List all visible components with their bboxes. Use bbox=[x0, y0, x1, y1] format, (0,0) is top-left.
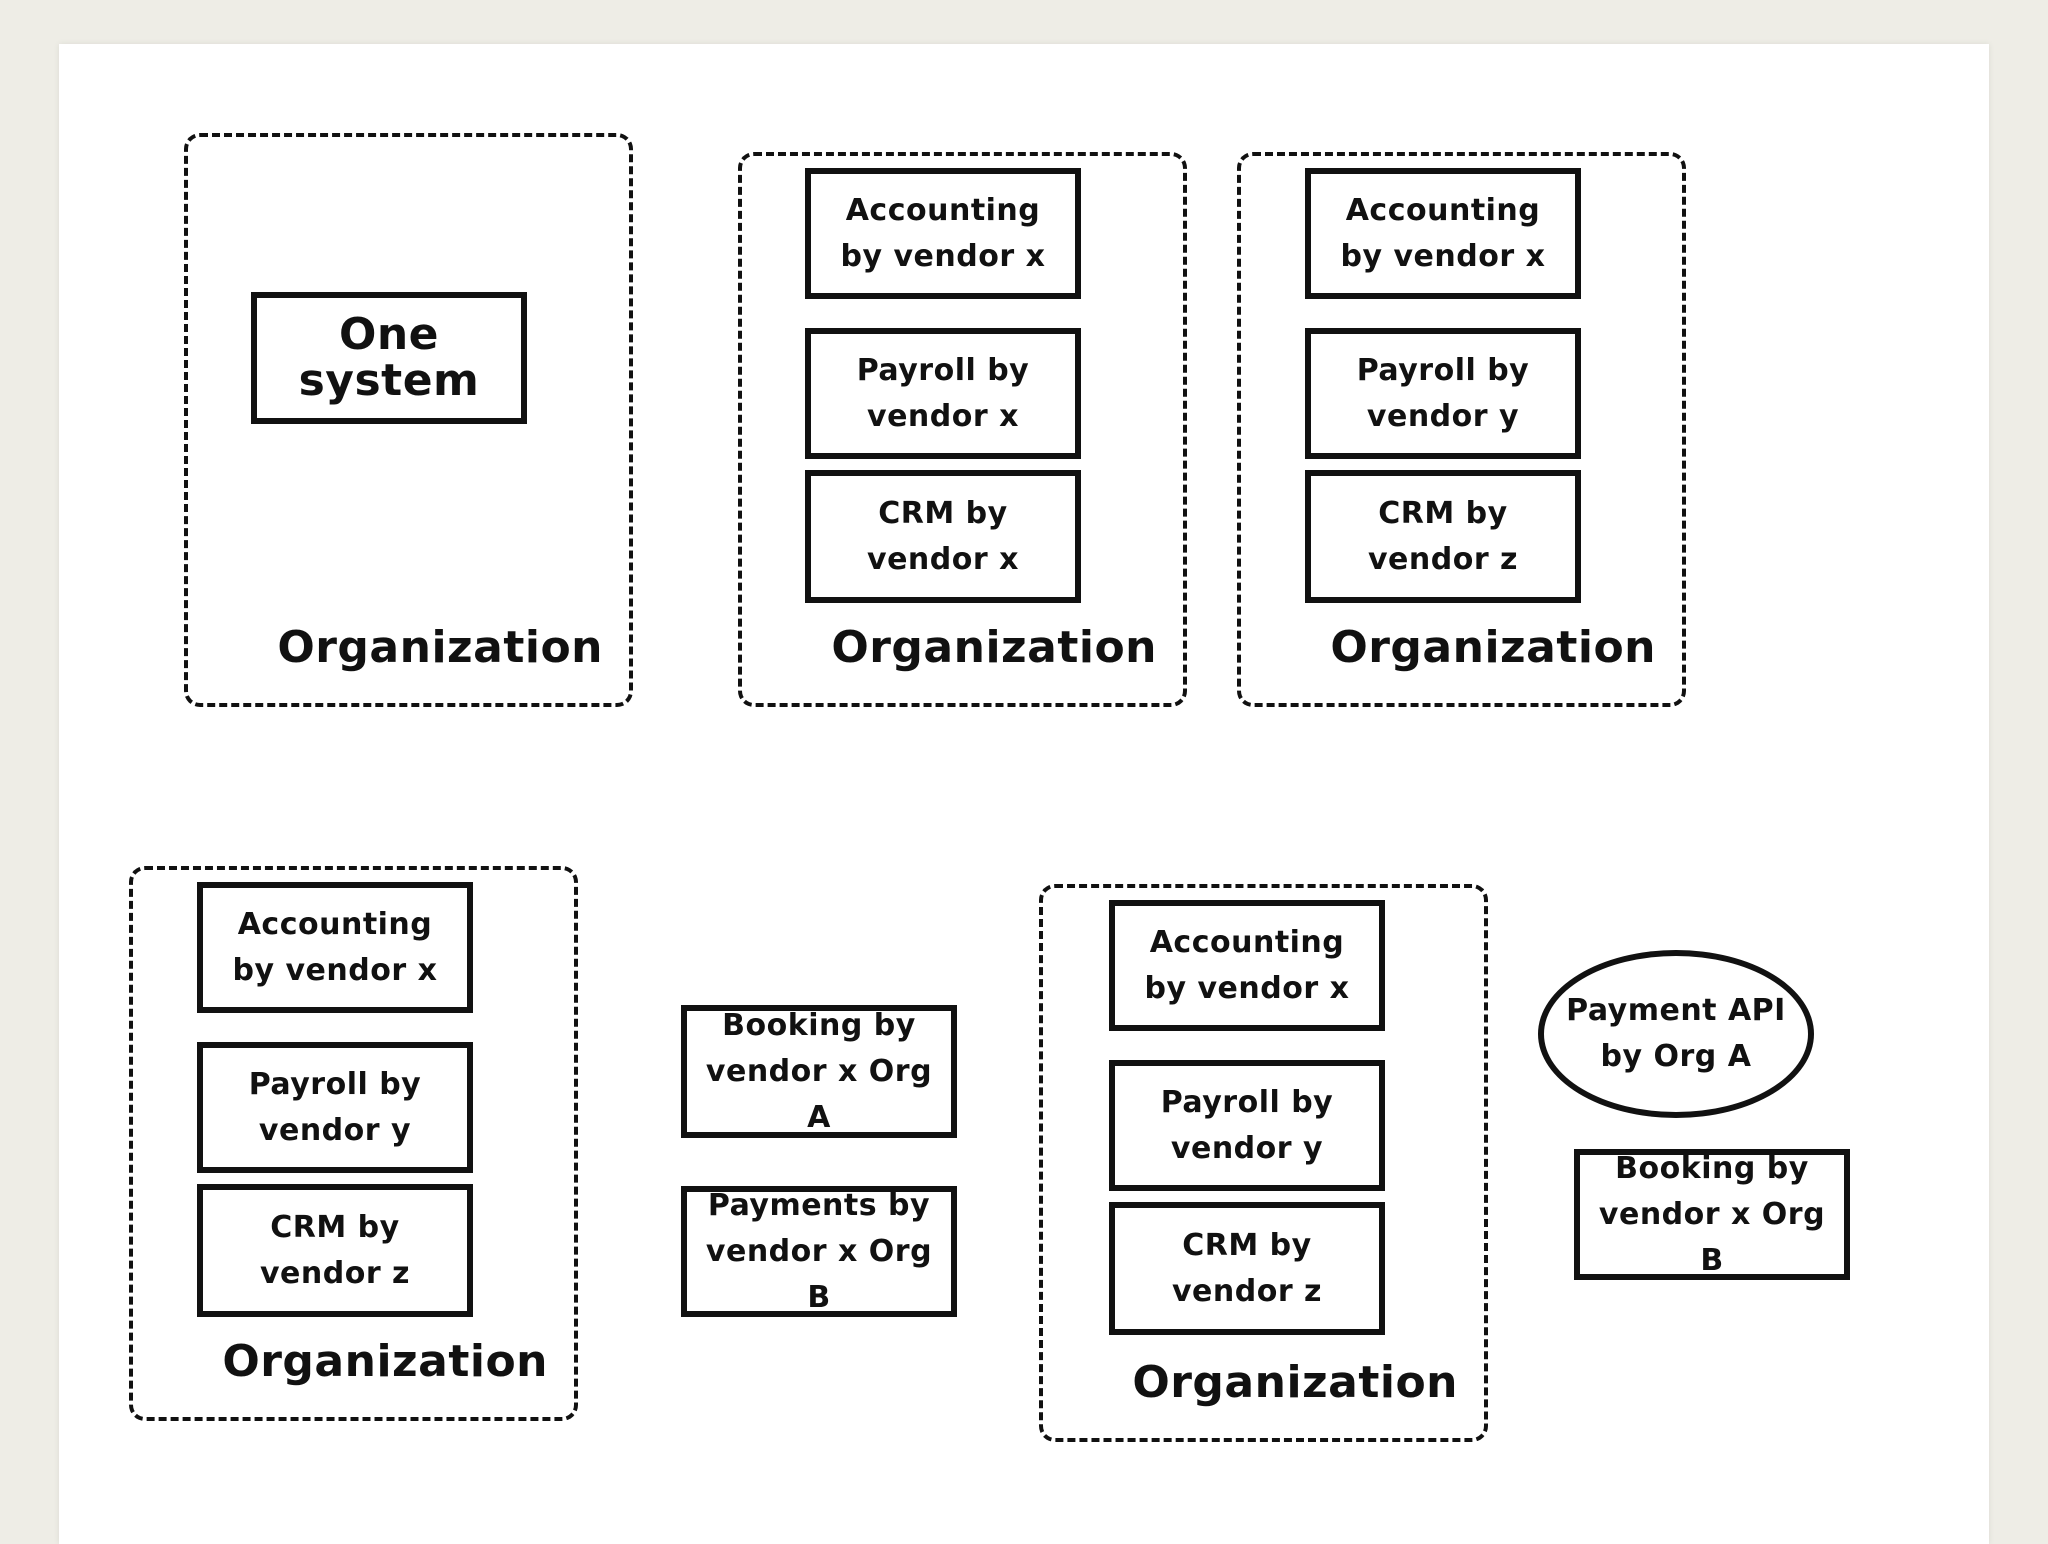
one-system-box: One system bbox=[251, 292, 527, 424]
payments-org-b-box: Payments by vendor x Org B bbox=[681, 1186, 957, 1317]
payroll-system-box: Payroll by vendor y bbox=[1305, 328, 1581, 459]
accounting-system-box: Accounting by vendor x bbox=[805, 168, 1081, 299]
payroll-system-box: Payroll by vendor y bbox=[197, 1042, 473, 1173]
organization-boundary-2: Organization bbox=[738, 152, 1187, 707]
organization-label: Organization bbox=[831, 622, 1157, 673]
organization-boundary-1: Organization bbox=[184, 133, 633, 707]
crm-system-box: CRM by vendor z bbox=[1305, 470, 1581, 603]
organization-boundary-3: Organization bbox=[1237, 152, 1686, 707]
booking-org-a-box: Booking by vendor x Org A bbox=[681, 1005, 957, 1138]
payroll-system-box: Payroll by vendor y bbox=[1109, 1060, 1385, 1191]
organization-boundary-4: Organization bbox=[129, 866, 578, 1421]
crm-system-box: CRM by vendor z bbox=[1109, 1202, 1385, 1335]
organization-label: Organization bbox=[1330, 622, 1656, 673]
payroll-system-box: Payroll by vendor x bbox=[805, 328, 1081, 459]
organization-label: Organization bbox=[222, 1336, 548, 1387]
payment-api-oval: Payment API by Org A bbox=[1538, 950, 1814, 1118]
crm-system-box: CRM by vendor z bbox=[197, 1184, 473, 1317]
accounting-system-box: Accounting by vendor x bbox=[197, 882, 473, 1013]
booking-org-b-box: Booking by vendor x Org B bbox=[1574, 1149, 1850, 1280]
organization-label: Organization bbox=[277, 622, 603, 673]
organization-boundary-5: Organization bbox=[1039, 884, 1488, 1442]
crm-system-box: CRM by vendor x bbox=[805, 470, 1081, 603]
accounting-system-box: Accounting by vendor x bbox=[1305, 168, 1581, 299]
organization-label: Organization bbox=[1132, 1357, 1458, 1408]
accounting-system-box: Accounting by vendor x bbox=[1109, 900, 1385, 1031]
